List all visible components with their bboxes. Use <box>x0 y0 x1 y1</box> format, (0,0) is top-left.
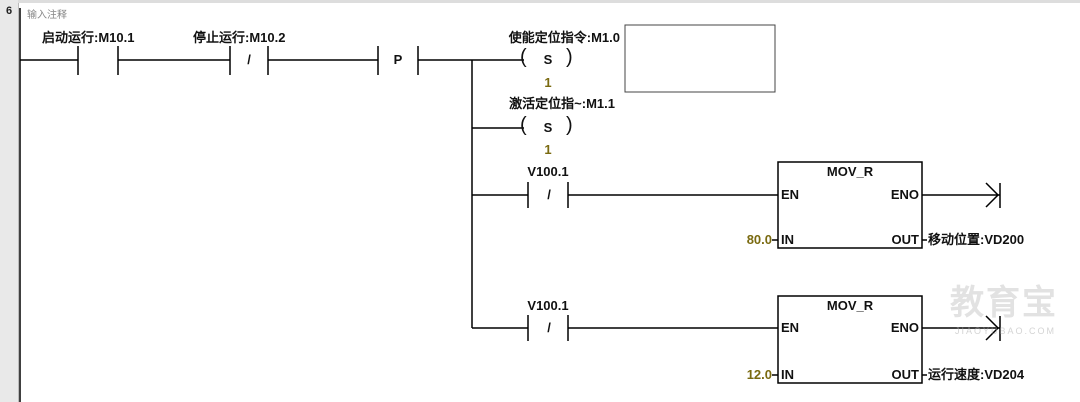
pin-en: EN <box>781 320 800 335</box>
pin-out: OUT <box>891 232 919 247</box>
nc-slash: / <box>547 187 551 202</box>
pin-out: OUT <box>891 367 919 382</box>
network-header-bar <box>18 0 1080 3</box>
out-value[interactable]: 运行速度:VD204 <box>928 367 1025 382</box>
mov-r-box-2[interactable] <box>777 295 923 384</box>
out-value[interactable]: 移动位置:VD200 <box>928 232 1025 247</box>
watermark-logo: 教育宝 <box>950 284 1058 322</box>
network-number: 6 <box>6 5 13 17</box>
watermark-sub: JIAOYUBAO.COM <box>955 326 1057 336</box>
pin-eno: ENO <box>890 187 919 202</box>
coil-symbol[interactable]: S <box>543 120 553 135</box>
block-title: MOV_R <box>826 164 874 179</box>
edge-symbol: P <box>393 52 403 67</box>
coil-count: 1 <box>544 142 552 157</box>
in-value[interactable]: 12.0 <box>746 367 772 382</box>
block-title: MOV_R <box>826 298 874 313</box>
output-arrow-icon <box>985 182 1001 208</box>
contact-label: 启动运行:M10.1 <box>42 30 135 45</box>
pin-en: EN <box>781 187 800 202</box>
coil-right-paren-icon: ) <box>566 46 573 68</box>
coil-label: 使能定位指令:M1.0 <box>508 30 620 45</box>
coil-symbol[interactable]: S <box>543 52 553 67</box>
coil-left-paren-icon: ( <box>520 46 527 68</box>
network-gutter <box>0 0 19 402</box>
in-value[interactable]: 80.0 <box>746 232 772 247</box>
contact-m10-1[interactable] <box>77 46 119 75</box>
nc-slash: / <box>247 52 251 67</box>
pin-in: IN <box>781 232 794 247</box>
contact-label: 停止运行:M10.2 <box>193 30 286 45</box>
pin-in: IN <box>781 367 794 382</box>
coil-right-paren-icon: ) <box>566 114 573 136</box>
contact-label: V100.1 <box>527 164 569 179</box>
empty-annotation-box <box>624 24 776 93</box>
nc-slash: / <box>547 320 551 335</box>
coil-left-paren-icon: ( <box>520 114 527 136</box>
mov-r-box-1[interactable] <box>777 161 923 249</box>
network-comment[interactable]: 输入注释 <box>27 10 67 21</box>
coil-label: 激活定位指~:M1.1 <box>509 96 615 111</box>
contact-label: V100.1 <box>527 298 569 313</box>
pin-eno: ENO <box>890 320 919 335</box>
output-arrow-icon <box>985 315 1001 341</box>
coil-count: 1 <box>544 75 552 90</box>
